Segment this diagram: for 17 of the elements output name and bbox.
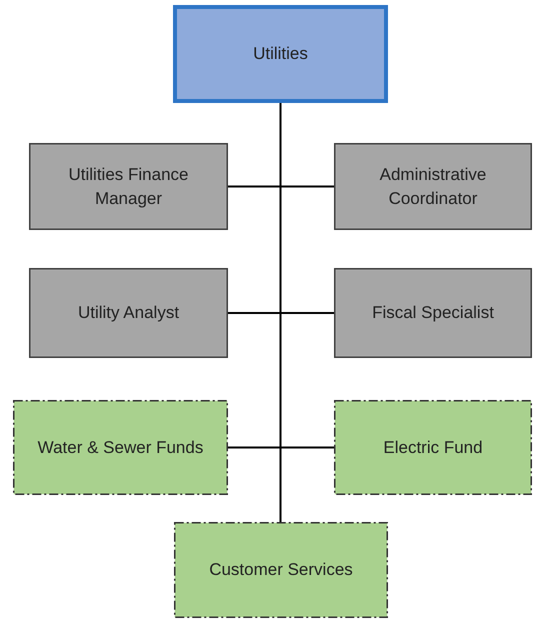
fund-box bbox=[174, 522, 388, 618]
department-box bbox=[173, 5, 388, 103]
position-box bbox=[334, 143, 532, 230]
node-label: Utilities Finance Manager bbox=[68, 164, 190, 210]
node-label: Customer Services bbox=[208, 559, 354, 582]
node-label: Fiscal Specialist bbox=[371, 302, 495, 324]
position-box bbox=[29, 268, 228, 358]
node-label: Administrative Coordinator bbox=[378, 164, 488, 210]
fund-box bbox=[334, 400, 532, 495]
connector-line bbox=[280, 103, 282, 522]
node-label: Water & Sewer Funds bbox=[36, 436, 204, 459]
node-label: Electric Fund bbox=[382, 436, 484, 459]
position-box bbox=[29, 143, 228, 230]
node-label: Utility Analyst bbox=[76, 302, 180, 324]
node-label: Utilities bbox=[252, 43, 309, 66]
fund-box bbox=[13, 400, 228, 495]
position-box bbox=[334, 268, 532, 358]
